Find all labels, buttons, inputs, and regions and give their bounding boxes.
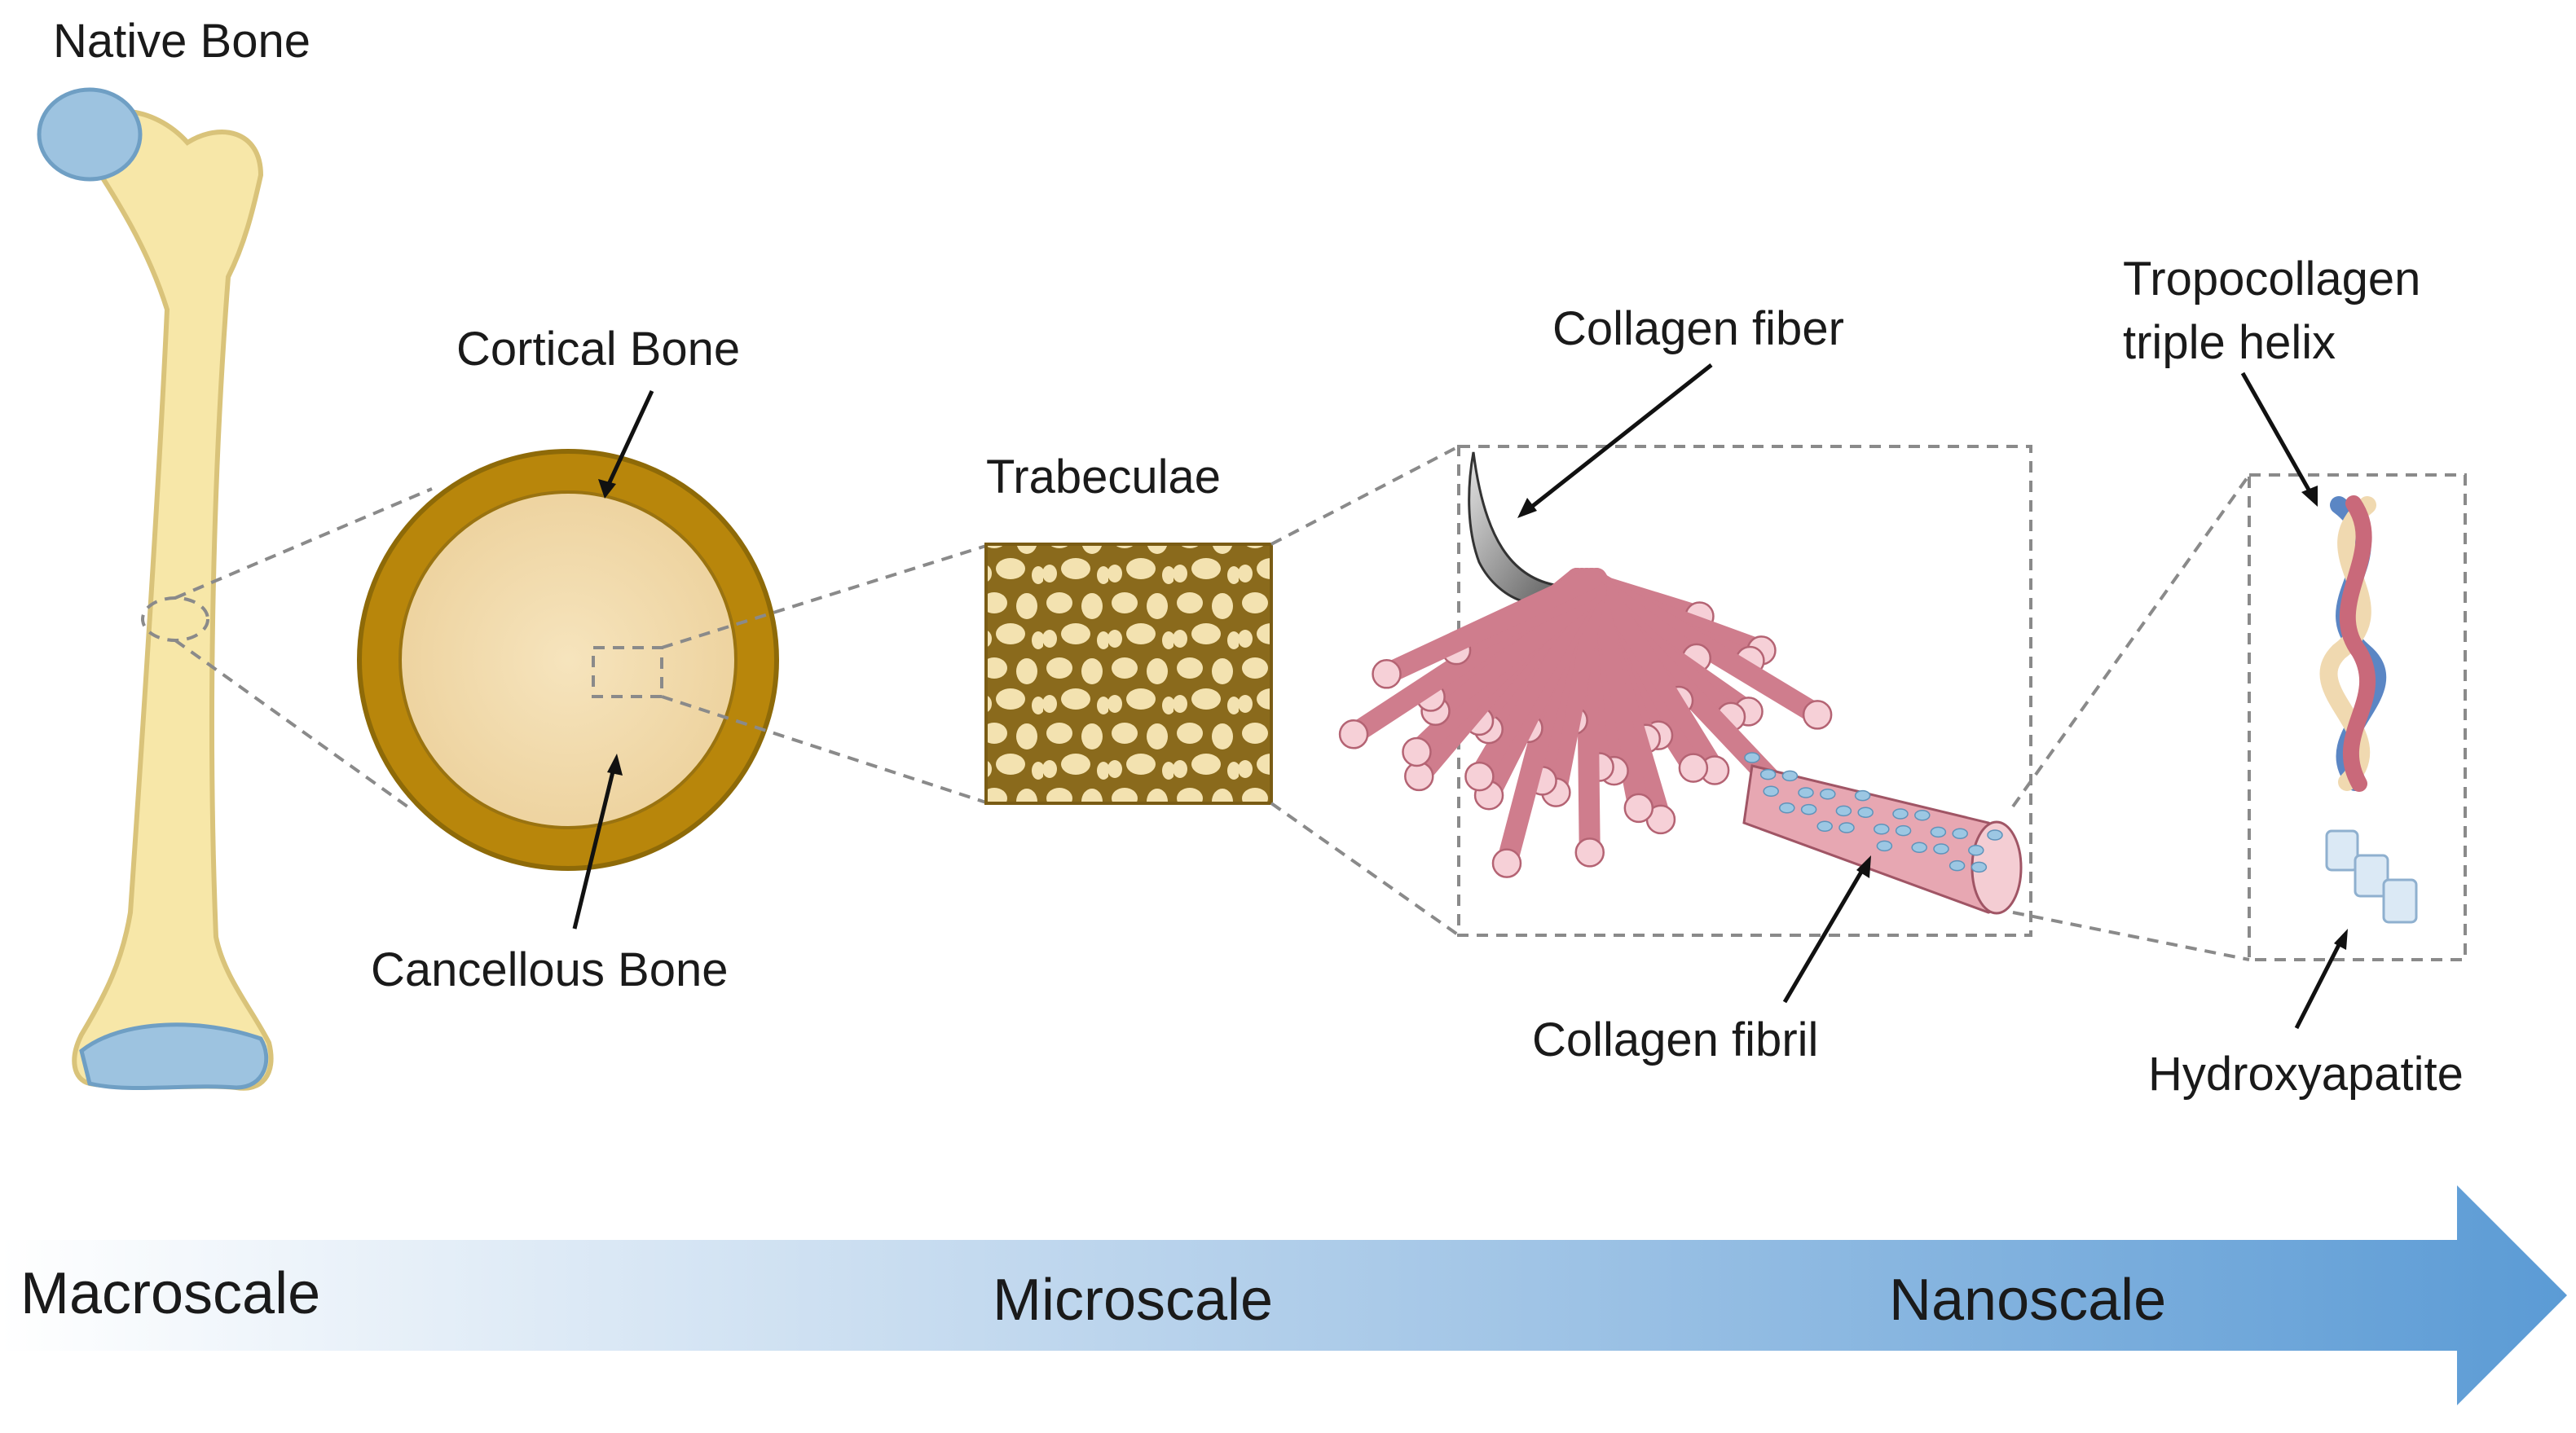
- femur-illustration: [37, 87, 274, 1091]
- tropocollagen-label-line1: Tropocollagen: [2123, 253, 2420, 306]
- nanoscale-label: Nanoscale: [1889, 1268, 2166, 1333]
- mineral-crystal: [1876, 840, 1893, 852]
- mineral-crystal: [1763, 785, 1779, 797]
- mineral-crystal: [1971, 861, 1988, 873]
- collagen-rod-end: [1338, 719, 1369, 749]
- collagen-rod: [1376, 568, 1602, 685]
- macroscale-label: Macroscale: [20, 1261, 320, 1326]
- mineral-crystal: [1800, 803, 1817, 815]
- mineral-crystal: [1779, 802, 1795, 814]
- collagen-rod-end: [1623, 793, 1654, 824]
- mineral-crystal: [1781, 770, 1799, 782]
- collagen-fiber-bundle: [1338, 568, 1833, 878]
- mineral-crystal: [1835, 805, 1852, 817]
- trabeculae-label: Trabeculae: [986, 451, 1221, 503]
- mineral-crystal: [1952, 828, 1968, 839]
- collagen-fibril-arrow: [1782, 862, 1869, 1004]
- mineral-crystal: [1892, 808, 1909, 820]
- collagen-fiber-arrow: [1524, 363, 1713, 513]
- trabeculae-panel: [984, 543, 1273, 805]
- hydroxyapatite-label: Hydroxyapatite: [2148, 1048, 2464, 1101]
- collagen-rod-end: [1372, 659, 1402, 689]
- mineral-crystal: [1857, 807, 1874, 818]
- mineral-crystal: [1968, 845, 1984, 856]
- microscale-label: Microscale: [993, 1268, 1273, 1333]
- collagen-rod-end: [1802, 700, 1833, 730]
- collagen-rod-end: [1678, 753, 1709, 783]
- mineral-crystal: [1854, 789, 1871, 802]
- mineral-crystal: [1987, 829, 2003, 841]
- mineral-crystal: [1949, 859, 1966, 872]
- collagen-rod: [1545, 574, 1607, 803]
- mineral-crystal: [1820, 789, 1836, 800]
- triple-helix: [2319, 495, 2387, 792]
- nano-panel: [2248, 473, 2467, 961]
- cancellous-arrow: [572, 761, 618, 930]
- collagen-rod-end: [1402, 736, 1432, 767]
- collagen-rod: [1425, 581, 1607, 722]
- cancellous-core: [399, 490, 738, 829]
- mineral-crystal: [1895, 824, 1912, 837]
- collagen-rod: [1586, 581, 1649, 819]
- collagen-rod-end: [1491, 848, 1522, 878]
- mineral-crystal: [1911, 842, 1927, 853]
- bone-cross-section: [357, 449, 779, 871]
- collagen-rod: [1586, 568, 1726, 781]
- cancellous-bone-label: Cancellous Bone: [371, 943, 729, 996]
- hydroxyapatite-arrow: [2294, 935, 2345, 1030]
- collagen-rod-end: [1574, 837, 1605, 868]
- mineral-crystal: [1744, 752, 1760, 763]
- collagen-fibril-label: Collagen fibril: [1532, 1013, 1818, 1066]
- cortical-arrow: [602, 389, 654, 495]
- mineral-crystal: [1874, 824, 1890, 835]
- collagen-rod-end: [1464, 761, 1495, 792]
- native-bone-label: Native Bone: [53, 15, 310, 68]
- femoral-head: [37, 87, 143, 182]
- collagen-panel: [1338, 445, 2032, 937]
- mineral-crystal: [1914, 810, 1931, 821]
- mineral-crystal: [1816, 820, 1833, 832]
- mineral-crystal: [1798, 787, 1814, 798]
- mineral-crystal: [1759, 768, 1777, 780]
- hydroxyapatite-crystals: [2325, 829, 2418, 924]
- mineral-crystal: [1933, 843, 1949, 855]
- tropocollagen-label-line2: triple helix: [2123, 316, 2336, 369]
- collagen-fibril: [1742, 752, 2023, 915]
- cortical-bone-label: Cortical Bone: [456, 323, 740, 376]
- tropocollagen-arrow: [2240, 371, 2315, 499]
- mineral-crystal: [1838, 822, 1855, 833]
- collagen-fiber-label: Collagen fiber: [1552, 302, 1844, 355]
- mineral-crystal: [1930, 826, 1947, 838]
- distal-cartilage: [79, 1022, 269, 1091]
- scale-arrow: [0, 1185, 2567, 1405]
